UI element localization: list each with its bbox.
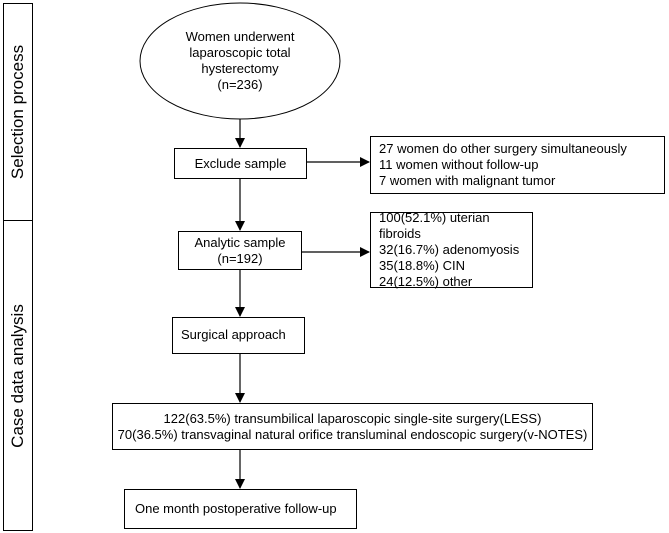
start-line: Women underwent <box>185 29 295 44</box>
approach-item: 70(36.5%) transvaginal natural orifice t… <box>117 426 588 442</box>
surgical-box: Surgical approach <box>172 317 305 354</box>
side-label-selection-box: Selection process <box>3 3 33 221</box>
start-line: (n=236) <box>217 77 263 92</box>
diagnosis-item: 35(18.8%) CIN <box>379 258 465 273</box>
analytic-box: Analytic sample (n=192) <box>178 231 302 270</box>
exclude-reason: 27 women do other surgery simultaneously <box>379 141 627 156</box>
diagnosis-item: 24(12.5%) other <box>379 274 473 289</box>
diagnosis-item: 32(16.7%) adenomyosis <box>379 242 520 257</box>
start-line: laparoscopic total <box>189 45 291 60</box>
start-line: hysterectomy <box>201 61 279 76</box>
followup-box: One month postoperative follow-up <box>124 489 357 529</box>
diagnoses-box: 100(52.1%) uterian fibroids 32(16.7%) ad… <box>370 210 533 289</box>
diagnosis-item: 100(52.1%) uterian fibroids <box>379 210 490 241</box>
exclude-reasons-box: 27 women do other surgery simultaneously… <box>370 136 665 194</box>
analytic-line: (n=192) <box>217 250 263 266</box>
side-label-analysis-box: Case data analysis <box>3 220 33 531</box>
side-label-selection: Selection process <box>8 44 27 180</box>
start-node-text: Women underwent laparoscopic total hyste… <box>140 3 340 119</box>
surgical-label: Surgical approach <box>181 327 286 342</box>
exclude-label: Exclude sample <box>194 155 287 171</box>
exclude-reason: 11 women without follow-up <box>379 157 539 172</box>
exclude-reason: 7 women with malignant tumor <box>379 173 556 188</box>
followup-label: One month postoperative follow-up <box>135 501 337 516</box>
exclude-box: Exclude sample <box>174 148 307 179</box>
analytic-line: Analytic sample <box>194 234 286 250</box>
approaches-box: 122(63.5%) transumbilical laparoscopic s… <box>112 403 593 450</box>
approach-item: 122(63.5%) transumbilical laparoscopic s… <box>163 410 542 426</box>
side-label-analysis: Case data analysis <box>8 303 27 448</box>
